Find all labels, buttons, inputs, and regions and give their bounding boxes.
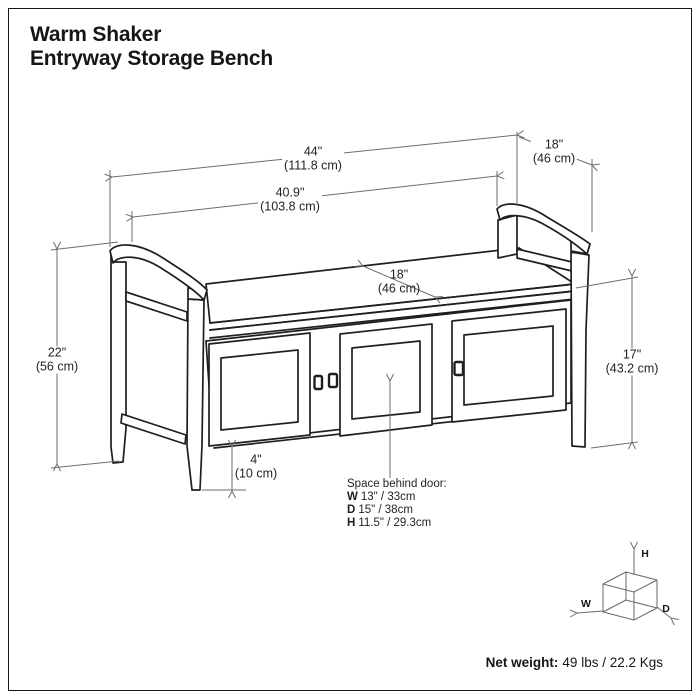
- product-name: Warm Shaker: [30, 23, 162, 46]
- left-arch: [109, 244, 208, 301]
- left-rear-leg: [110, 252, 127, 464]
- product-type: Entryway Storage Bench: [30, 47, 274, 70]
- leader-line: [50, 241, 119, 251]
- cube-w-axis: [569, 609, 604, 618]
- cube-w-label: W: [581, 598, 591, 610]
- bench-drawing: [109, 203, 591, 491]
- left-side-rail-upper: [125, 291, 188, 322]
- cube-rear-face: [625, 571, 658, 609]
- door-middle-panel: [351, 340, 421, 420]
- left-front-leg: [186, 298, 205, 491]
- cube-front-face: [602, 583, 635, 621]
- right-front-leg: [570, 251, 590, 448]
- seat-bottom-line: [209, 298, 576, 339]
- net-weight: Net weight:49 lbs / 22.2 Kgs: [486, 655, 663, 671]
- right-rear-post: [497, 214, 518, 259]
- leader-line: [50, 460, 120, 469]
- cube-h-label: H: [641, 548, 649, 560]
- right-arch: [496, 203, 591, 255]
- dim-bottom-clearance: [202, 439, 246, 499]
- cube-d-axis: [656, 606, 679, 626]
- label-bottom-clearance: 4" (10 cm): [234, 452, 278, 480]
- label-overall-height: 22" (56 cm): [33, 345, 81, 374]
- leader-line: [590, 441, 639, 449]
- door-left-handle: [313, 374, 324, 391]
- page-title: Warm Shaker Entryway Storage Bench: [30, 23, 273, 71]
- cube-edges: [602, 571, 658, 621]
- axis-cube-icon: [569, 541, 679, 626]
- left-arm: [109, 244, 208, 491]
- dim-seat-depth: [355, 259, 443, 304]
- dim-line: [355, 259, 443, 304]
- label-overall-depth: 18" (46 cm): [530, 137, 578, 166]
- net-weight-label: Net weight:: [485, 655, 559, 670]
- left-side-rail-lower: [120, 413, 187, 445]
- label-overall-width: 44" (111.8 cm): [282, 144, 344, 173]
- label-seat-depth: 18" (46 cm): [377, 267, 421, 295]
- right-arm: [496, 203, 591, 448]
- door-middle-handle: [327, 372, 339, 389]
- leader-line: [575, 276, 639, 289]
- cube-d-label: D: [662, 603, 670, 615]
- net-weight-value: 49 lbs / 22.2 Kgs: [562, 655, 663, 670]
- door-right-panel: [463, 325, 554, 406]
- label-seat-height: 17" (43.2 cm): [603, 347, 661, 376]
- door-left-panel: [220, 349, 299, 431]
- door-right-handle: [453, 360, 465, 377]
- cabinet: [205, 299, 572, 449]
- space-heading: Space behind door:: [347, 478, 447, 490]
- label-inner-width: 40.9" (103.8 cm): [258, 185, 322, 214]
